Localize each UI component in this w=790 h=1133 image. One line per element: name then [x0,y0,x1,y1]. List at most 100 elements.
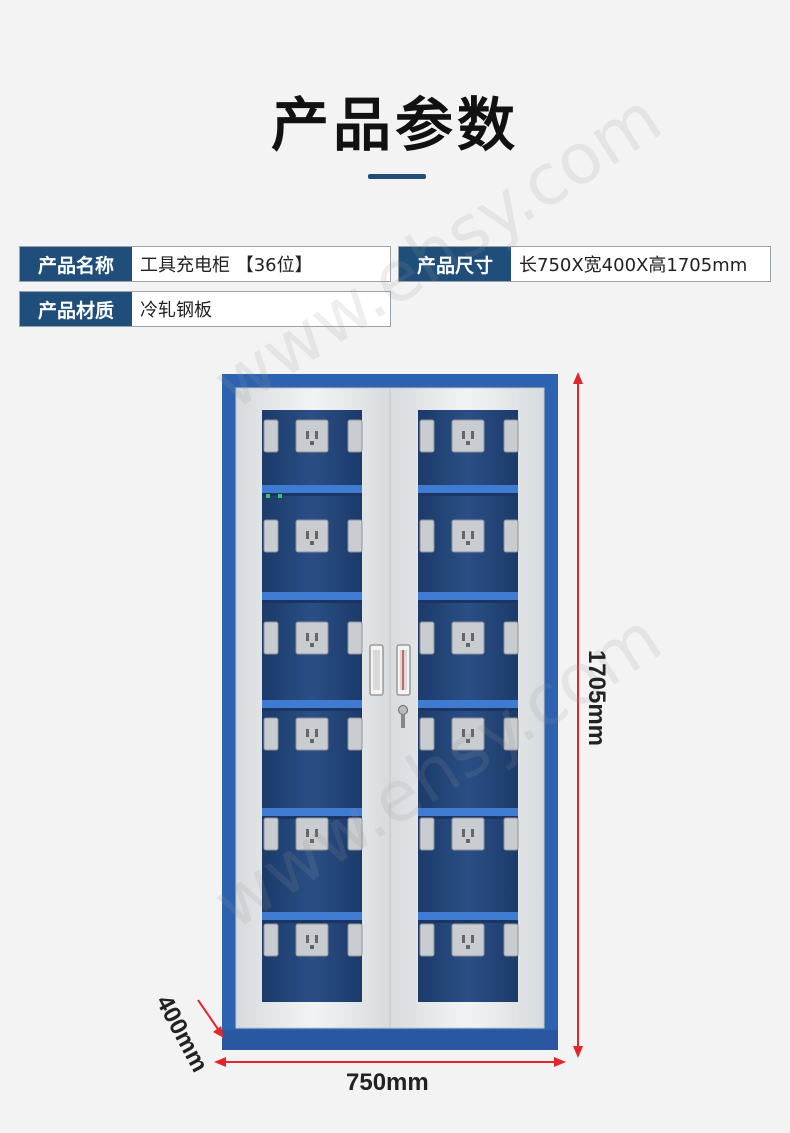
socket-panel-0-3-0 [263,717,279,751]
indicator-light [278,494,282,498]
socket-pin-left [306,431,309,439]
shelf-1-0 [418,485,518,493]
socket-pin-ground [466,839,470,843]
param-row-material: 产品材质 冷轧钢板 [19,291,391,327]
socket-panel-1-0-0 [419,419,435,453]
param-value-size: 长750X宽400X高1705mm [519,255,748,276]
param-label-material: 产品材质 [20,292,132,326]
socket-panel-0-3-2 [347,717,363,751]
width-arrow-right [554,1057,566,1067]
socket-panel-0-4-0 [263,817,279,851]
lock-icon [398,705,408,715]
socket-pin-left [462,729,465,737]
shelf-shadow-1-2 [418,708,518,711]
socket-pin-right [471,935,474,943]
page-title: 产品参数 [270,91,519,159]
indicator-light [266,494,270,498]
socket-panel-0-3-1 [295,717,329,751]
socket-pin-ground [466,643,470,647]
socket-panel-1-1-1 [451,519,485,553]
socket-pin-right [315,531,318,539]
param-value-material: 冷轧钢板 [140,300,212,321]
socket-pin-ground [466,441,470,445]
socket-pin-left [462,531,465,539]
socket-panel-1-5-0 [419,923,435,957]
socket-panel-1-0-1 [451,419,485,453]
socket-pin-left [306,935,309,943]
socket-panel-1-3-1 [451,717,485,751]
socket-panel-1-5-2 [503,923,519,957]
socket-pin-right [471,729,474,737]
shelf-1-2 [418,700,518,708]
shelf-0-4 [262,912,362,920]
socket-panel-1-5-1 [451,923,485,957]
socket-pin-left [462,431,465,439]
height-dimension-label: 1705mm [583,649,610,747]
socket-panel-0-0-1 [295,419,329,453]
socket-panel-0-4-1 [295,817,329,851]
socket-pin-left [462,829,465,837]
socket-pin-right [315,633,318,641]
shelf-1-1 [418,592,518,600]
shelf-0-0 [262,485,362,493]
socket-pin-ground [310,839,314,843]
socket-panel-1-2-0 [419,621,435,655]
socket-pin-left [462,935,465,943]
socket-panel-0-4-2 [347,817,363,851]
shelf-0-3 [262,808,362,816]
shelf-shadow-0-0 [262,493,362,496]
socket-pin-ground [310,643,314,647]
socket-pin-ground [310,441,314,445]
param-value-name: 工具充电柜 【36位】 [140,255,313,276]
lock-key [401,714,405,728]
depth-arrow [213,1026,224,1038]
param-row-name: 产品名称 工具充电柜 【36位】 [19,246,391,282]
socket-panel-1-0-2 [503,419,519,453]
shelf-shadow-1-4 [418,920,518,923]
socket-panel-1-1-2 [503,519,519,553]
socket-panel-1-3-2 [503,717,519,751]
socket-panel-0-5-0 [263,923,279,957]
width-arrow-left [214,1057,226,1067]
shelf-0-1 [262,592,362,600]
cabinet-interior [262,419,519,957]
shelf-shadow-0-4 [262,920,362,923]
shelf-shadow-0-1 [262,600,362,603]
width-dimension-label: 750mm [346,1069,429,1096]
shelf-0-2 [262,700,362,708]
socket-panel-0-1-0 [263,519,279,553]
socket-panel-0-2-1 [295,621,329,655]
socket-pin-left [462,633,465,641]
socket-pin-ground [466,739,470,743]
socket-pin-left [306,531,309,539]
shelf-shadow-0-2 [262,708,362,711]
socket-panel-0-2-0 [263,621,279,655]
socket-panel-1-1-0 [419,519,435,553]
socket-panel-1-4-0 [419,817,435,851]
param-label-size: 产品尺寸 [399,247,511,281]
cabinet-base [222,1030,558,1050]
height-arrow-top [573,372,583,384]
socket-pin-right [315,729,318,737]
shelf-1-4 [418,912,518,920]
socket-panel-0-0-2 [347,419,363,453]
param-label-name: 产品名称 [20,247,132,281]
socket-panel-1-2-2 [503,621,519,655]
height-arrow-bottom [573,1046,583,1058]
socket-panel-0-5-2 [347,923,363,957]
shelf-shadow-1-1 [418,600,518,603]
socket-pin-ground [310,541,314,545]
socket-pin-right [471,633,474,641]
param-row-size: 产品尺寸 长750X宽400X高1705mm [398,246,771,282]
left-handle-inset [373,650,380,690]
socket-pin-left [306,633,309,641]
shelf-shadow-1-0 [418,493,518,496]
socket-pin-left [306,729,309,737]
socket-pin-right [315,431,318,439]
socket-pin-right [471,531,474,539]
socket-panel-0-1-1 [295,519,329,553]
shelf-1-3 [418,808,518,816]
socket-panel-1-3-0 [419,717,435,751]
title-underline [368,174,426,179]
socket-panel-1-4-1 [451,817,485,851]
